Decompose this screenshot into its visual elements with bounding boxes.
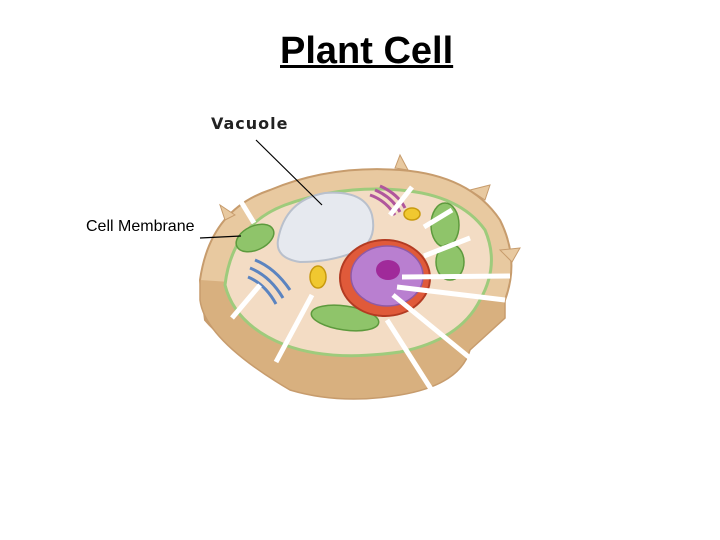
- nucleolus: [376, 260, 400, 280]
